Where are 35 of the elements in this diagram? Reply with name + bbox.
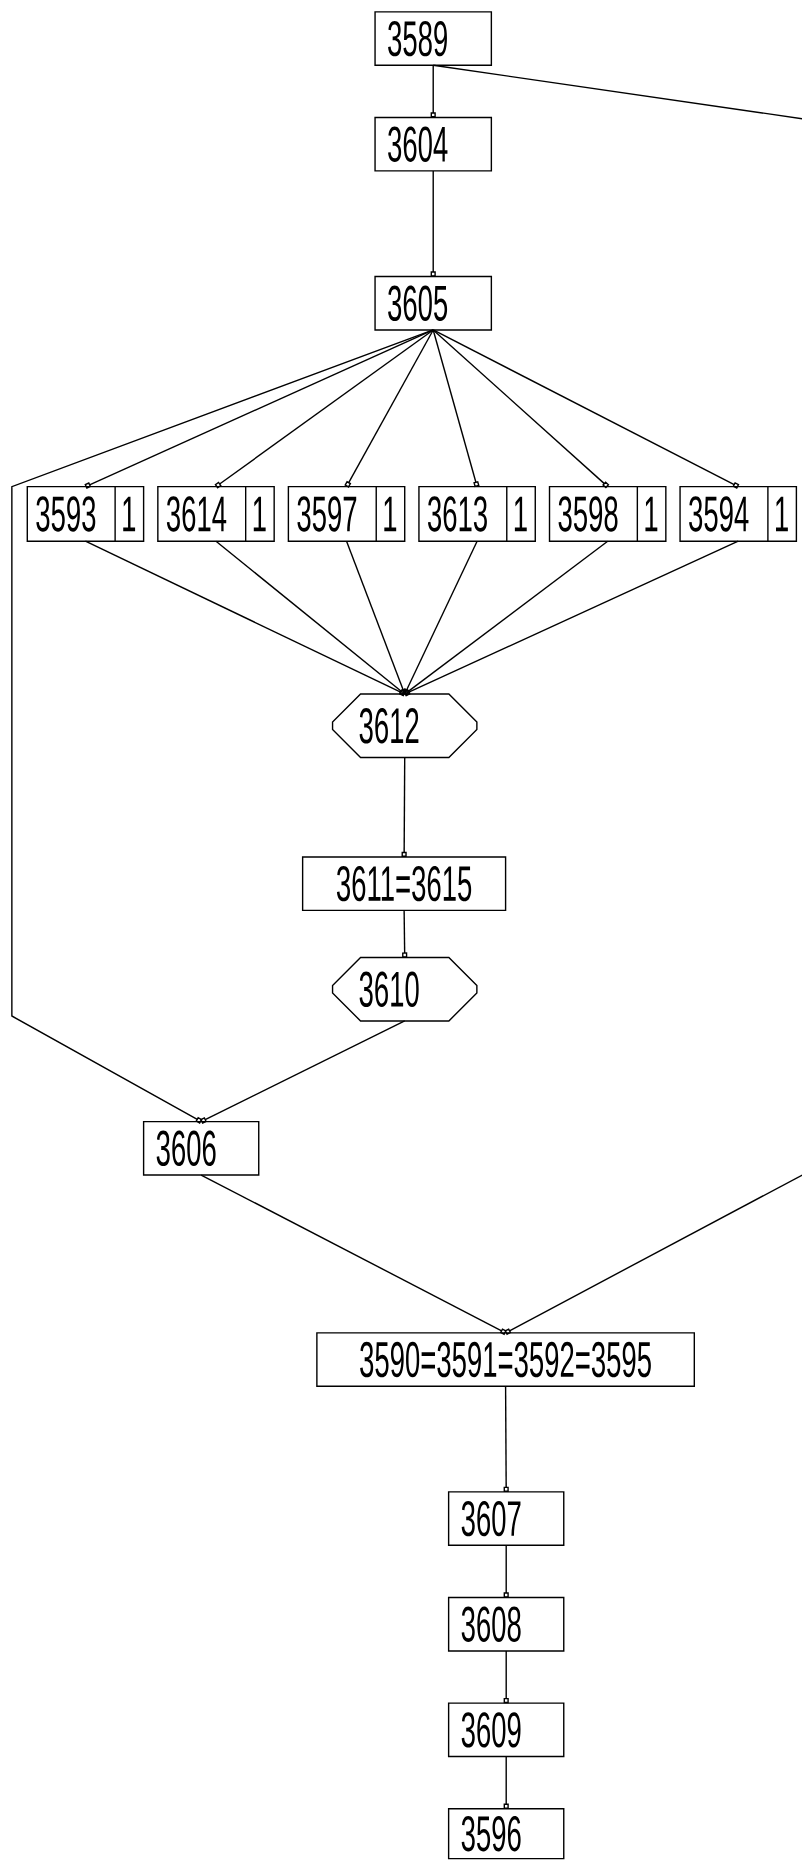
unit-box: 3594 1 xyxy=(679,485,797,542)
connector-line xyxy=(503,1755,509,1809)
unit-box: 3596 xyxy=(447,1808,565,1860)
unit-box: 3605 xyxy=(374,275,492,331)
unit-box: 3611=3615 xyxy=(301,856,507,912)
connector-line xyxy=(503,1544,509,1598)
connector-line xyxy=(344,329,434,488)
connector-line xyxy=(403,540,739,697)
unit-box: 3609 xyxy=(447,1702,565,1758)
unit-box: 3614 1 xyxy=(157,485,275,542)
connector-line xyxy=(11,329,434,1124)
unit-box: 3597 1 xyxy=(287,485,406,542)
octagon-box: 3610 xyxy=(331,956,478,1022)
connector-line xyxy=(345,540,407,695)
connector-line xyxy=(432,329,480,488)
connector-line xyxy=(214,329,434,489)
connector-line xyxy=(430,64,436,118)
unit-box: 3608 xyxy=(447,1596,565,1652)
octagon-box: 3612 xyxy=(331,693,478,759)
connector-line xyxy=(432,329,740,489)
connector-line xyxy=(401,756,407,857)
unit-box: 3613 1 xyxy=(418,485,536,542)
connector-line xyxy=(401,909,408,958)
connector-line xyxy=(503,1650,509,1704)
connector-line xyxy=(503,1385,509,1492)
unit-box: 3598 1 xyxy=(548,485,667,542)
connector-line xyxy=(432,64,802,120)
unit-box: 3607 xyxy=(447,1491,565,1546)
connector-line xyxy=(84,540,406,697)
connector-line xyxy=(430,170,436,277)
unit-box: 3606 xyxy=(142,1120,260,1176)
unit-box: 3604 xyxy=(374,116,492,172)
unit-box: 3589 xyxy=(374,11,492,66)
unit-box: 3590=3591=3592=3595 xyxy=(316,1332,695,1387)
unit-box: 3593 1 xyxy=(26,485,145,542)
